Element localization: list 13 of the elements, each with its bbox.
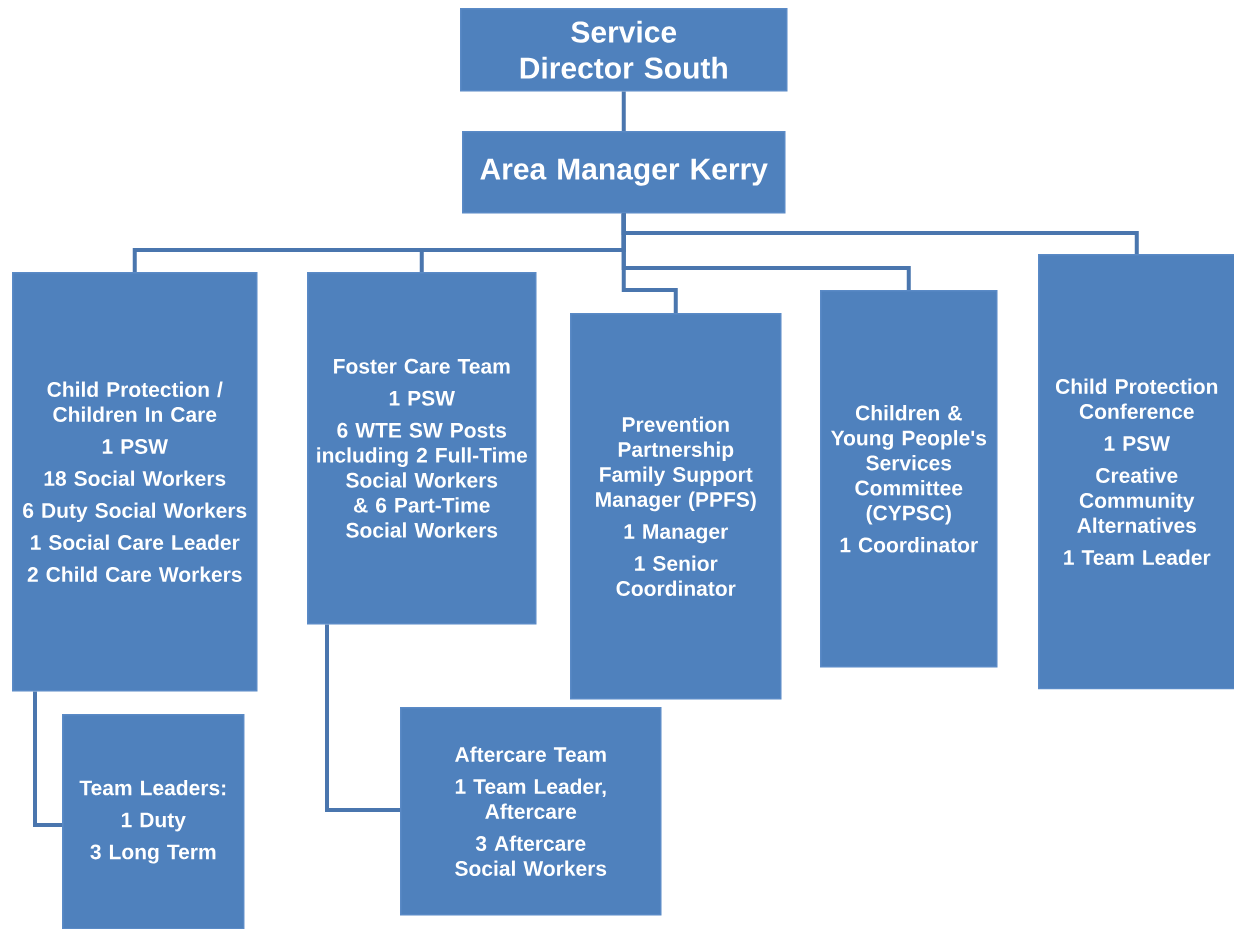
org-box: Child Protection / Children In Care 1 PSW 18 Social Workers 6 Duty Social Workers 1 Social Care Leader 2 Child Care Workers [12,272,258,692]
org-box: Children & Young People's Services Committee (CYPSC) 1 Coordinator [820,290,998,668]
connector-line [621,91,626,131]
org-box: Child Protection Conference 1 PSW Creative Community Alternatives 1 Team Leader [1038,254,1234,690]
org-box: Foster Care Team 1 PSW 6 WTE SW Posts including 2 Full-Time Social Workers & 6 Part-Time Social Workers [307,272,537,625]
connector-line [325,624,400,812]
org-box: Service Director South [460,8,788,92]
connector-line [33,691,62,827]
connector-line [621,213,1139,254]
org-box: Team Leaders: 1 Duty 3 Long Term [62,714,245,929]
org-box: Prevention Partnership Family Support Manager (PPFS) 1 Manager 1 Senior Coordinator [570,313,782,700]
org-box: Aftercare Team 1 Team Leader, Aftercare 3 Aftercare Social Workers [400,707,662,916]
org-box: Area Manager Kerry [462,131,786,214]
